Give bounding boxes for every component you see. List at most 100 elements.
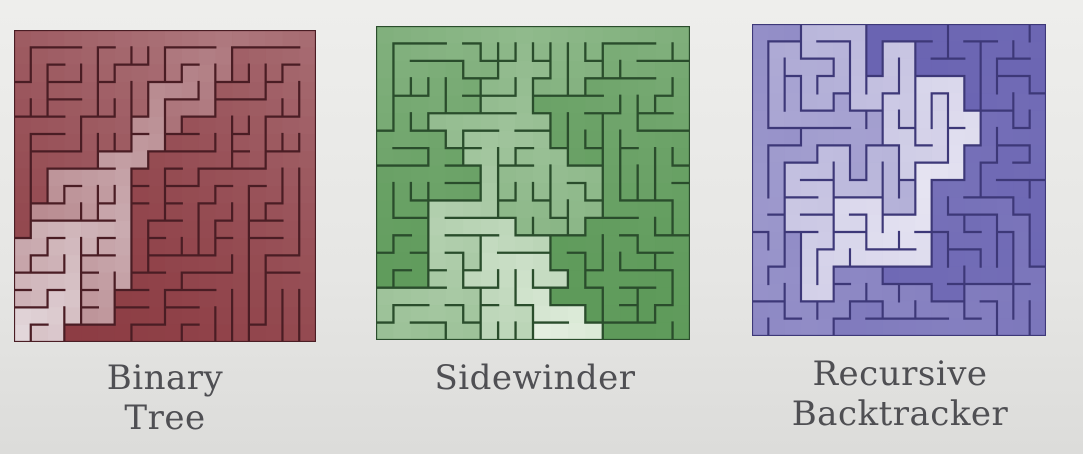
recursive-backtracker-maze-cell (882, 266, 900, 285)
sidewinder-maze-cell (637, 287, 656, 306)
sidewinder-maze-cell (655, 113, 673, 131)
sidewinder-maze-cell (550, 200, 569, 219)
binary-tree-maze-cell (282, 203, 300, 221)
recursive-backtracker-maze-cell (997, 232, 1014, 250)
recursive-backtracker-maze-cell (915, 110, 932, 129)
binary-tree-maze-cell (97, 151, 115, 169)
binary-tree-caption-line-1: Binary (106, 358, 224, 398)
sidewinder-maze-cell (463, 183, 481, 201)
sidewinder-maze-cell (463, 60, 481, 79)
sidewinder-maze-cell (410, 287, 429, 306)
recursive-backtracker-maze-cell (850, 41, 867, 59)
binary-tree-maze-cell (148, 151, 166, 169)
sidewinder-maze-cell (533, 113, 551, 131)
recursive-backtracker-maze-cell (948, 266, 965, 285)
sidewinder-maze-cell (498, 270, 516, 288)
binary-tree-maze-cell (299, 255, 316, 273)
sidewinder-maze-cell (655, 235, 673, 254)
recursive-backtracker-maze-cell (931, 41, 949, 59)
binary-tree-maze-cell (215, 238, 233, 256)
recursive-backtracker-maze-cell (1013, 128, 1030, 146)
sidewinder-maze-cell (393, 270, 412, 288)
binary-tree-maze-cell (114, 116, 132, 135)
sidewinder-maze-cell (515, 200, 534, 219)
binary-tree-maze-cell (248, 220, 266, 239)
sidewinder-maze-cell (620, 95, 638, 114)
sidewinder-maze-cell (620, 235, 638, 254)
binary-tree-maze-cell (64, 30, 82, 48)
binary-tree-maze-cell (165, 134, 183, 152)
recursive-backtracker-maze-cell (768, 197, 785, 215)
binary-tree-maze-cell (131, 272, 149, 291)
sidewinder-maze-cell (655, 165, 673, 184)
binary-tree-maze-cell (181, 64, 199, 83)
sidewinder-maze-cell (533, 130, 551, 149)
binary-tree-maze-cell (114, 324, 132, 342)
binary-tree-maze-cell (232, 82, 250, 100)
recursive-backtracker-maze-graphic (752, 24, 1046, 336)
recursive-backtracker-caption-line-2: Backtracker (791, 394, 1009, 434)
binary-tree-maze-cell (248, 134, 266, 152)
sidewinder-maze-cell (463, 200, 481, 219)
recursive-backtracker-maze-cell (801, 24, 818, 42)
sidewinder-maze-cell (620, 252, 638, 271)
sidewinder-maze-cell (393, 252, 412, 271)
binary-tree-maze-cell (181, 47, 199, 65)
recursive-backtracker-maze-cell (899, 145, 916, 163)
binary-tree-maze-cell (81, 82, 99, 100)
binary-tree-maze-cell (81, 30, 99, 48)
sidewinder-maze-cell (515, 148, 534, 166)
recursive-backtracker-maze-cell (980, 58, 998, 77)
recursive-backtracker-maze-cell (833, 284, 851, 302)
binary-tree-maze-cell (30, 238, 48, 256)
recursive-backtracker-maze-cell (964, 93, 981, 111)
sidewinder-maze-cell (376, 305, 394, 323)
recursive-backtracker-maze-cell (899, 249, 916, 267)
sidewinder-maze-cell (533, 95, 551, 114)
binary-tree-maze-cell (81, 116, 99, 135)
sidewinder-maze-cell (550, 183, 569, 201)
sidewinder-maze-cell (550, 322, 569, 340)
recursive-backtracker-maze-cell (882, 76, 900, 94)
binary-tree-maze-cell (14, 290, 32, 308)
sidewinder-maze-cell (428, 270, 447, 288)
sidewinder-maze-cell (410, 305, 429, 323)
recursive-backtracker-maze-cell (801, 214, 818, 233)
binary-tree-maze-cell (148, 99, 166, 117)
recursive-backtracker-maze-cell (931, 301, 949, 319)
sidewinder-maze-cell (376, 43, 394, 62)
sidewinder-maze-cell (550, 165, 569, 184)
sidewinder-maze-cell (480, 217, 499, 236)
recursive-backtracker-maze-cell (801, 249, 818, 267)
sidewinder-maze-cell (393, 200, 412, 219)
sidewinder-maze-cell (393, 113, 412, 131)
sidewinder-maze-cell (515, 183, 534, 201)
recursive-backtracker-maze-cell (948, 197, 965, 215)
recursive-backtracker-maze-cell (752, 110, 769, 129)
recursive-backtracker-maze-cell (899, 58, 916, 77)
recursive-backtracker-maze-cell (1029, 93, 1046, 111)
binary-tree-maze-cell (131, 47, 149, 65)
sidewinder-maze-cell (393, 43, 412, 62)
recursive-backtracker-maze-cell (817, 266, 834, 285)
recursive-backtracker-maze-cell (964, 266, 981, 285)
sidewinder-maze-cell (637, 26, 656, 44)
sidewinder-maze-cell (410, 217, 429, 236)
recursive-backtracker-maze-cell (915, 162, 932, 181)
binary-tree-maze-cell (148, 255, 166, 273)
sidewinder-maze-cell (585, 148, 604, 166)
recursive-backtracker-maze-cell (784, 24, 802, 42)
recursive-backtracker-maze-cell (817, 145, 834, 163)
recursive-backtracker-maze-cell (882, 214, 900, 233)
sidewinder-maze-cell (480, 305, 499, 323)
recursive-backtracker-maze-cell (915, 318, 932, 336)
sidewinder-maze-cell (445, 217, 464, 236)
sidewinder-maze-cell (585, 95, 604, 114)
recursive-backtracker-maze-cell (980, 110, 998, 129)
binary-tree-maze-cell (30, 64, 48, 83)
sidewinder-caption-line-1: Sidewinder (434, 358, 636, 398)
recursive-backtracker-maze-cell (866, 266, 883, 285)
recursive-backtracker-maze-cell (817, 110, 834, 129)
sidewinder-maze-cell (498, 287, 516, 306)
